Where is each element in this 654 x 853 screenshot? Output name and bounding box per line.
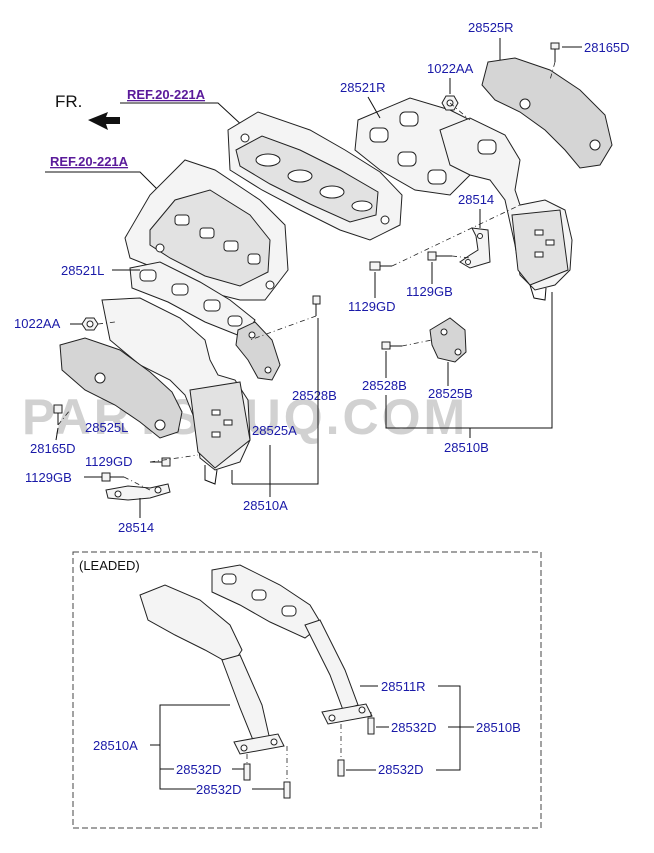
label-28525A[interactable]: 28525A [252,423,297,438]
bolt-28165D-right [550,42,560,62]
label-28510B[interactable]: 28510B [444,440,489,455]
manifold-converter-right [439,117,573,301]
ref-label-right-head[interactable]: REF.20-221A [127,87,206,102]
stud-28532D-2 [337,759,345,777]
dash-28528B-r [401,339,433,347]
bolt-28528B-left [312,295,321,316]
leaded-section-box [72,551,542,829]
label-28510A-leaded[interactable]: 28510A [93,738,138,753]
leaded-manifold-right [211,564,373,725]
bracket-28510A [232,318,319,485]
stud-28532D-1 [367,717,375,735]
nut-1022AA-left [81,317,99,331]
bracket-28514-right [459,227,491,269]
label-28532D-3[interactable]: 28532D [176,762,222,777]
bolt-28165D-left [53,404,63,425]
label-28521L[interactable]: 28521L [61,263,104,278]
dash-1129GB-l [123,476,151,491]
label-1129GB-left[interactable]: 1129GB [25,470,72,485]
dash-28165D-l [57,409,71,426]
label-1129GD-right[interactable]: 1129GD [348,299,395,314]
ref-leader-right [120,102,246,129]
ref-leader-left [45,171,161,193]
manifold-converter-left [101,297,251,485]
label-28525R[interactable]: 28525R [468,20,514,35]
label-28525L[interactable]: 28525L [85,420,128,435]
heat-shield-left [59,337,183,439]
front-arrow-icon [88,112,120,130]
label-28165D-left[interactable]: 28165D [30,441,76,456]
leader-28521R [367,96,381,119]
stud-28532D-4 [283,781,291,799]
bolt-1129GD-left [150,457,171,467]
label-28514-right[interactable]: 28514 [458,192,494,207]
bolt-1129GD-right [369,261,392,271]
label-1129GB-right[interactable]: 1129GB [406,284,453,299]
heat-shield-28525B [429,317,467,363]
dash-1129GD-l [149,454,199,463]
ref-label-left-head[interactable]: REF.20-221A [50,154,129,169]
label-28510A[interactable]: 28510A [243,498,288,513]
cylinder-head-right [227,111,403,241]
label-28525B[interactable]: 28525B [428,386,473,401]
bracket-28514-left [105,483,171,501]
label-1129GD-left[interactable]: 1129GD [85,454,132,469]
label-28528B-left[interactable]: 28528B [292,388,337,403]
label-28511R[interactable]: 28511R [381,679,426,694]
label-28532D-4[interactable]: 28532D [196,782,242,797]
dash-nut-r [449,102,471,121]
dash-nut-l [97,321,116,325]
leaded-manifold-left [139,584,285,755]
bracket-28510B-leaded [436,685,461,771]
bolt-28528B-right [381,341,402,350]
label-28514-left[interactable]: 28514 [118,520,154,535]
direction-label: FR. [55,92,82,111]
label-28532D-1[interactable]: 28532D [391,720,437,735]
bolt-1129GB-right [427,251,452,261]
label-28165D-right[interactable]: 28165D [584,40,630,55]
gasket-left [129,261,256,339]
leader-28165D-left [55,427,59,441]
label-28528B-right[interactable]: 28528B [362,378,407,393]
dash-28165D-r [549,61,556,81]
dash-1129GD-r [391,204,521,267]
heat-shield-28525A [235,321,281,381]
bracket-28510A-leaded [159,704,230,790]
bracket-28510B [385,292,553,429]
label-28510B-leaded[interactable]: 28510B [476,720,521,735]
label-1022AA-right[interactable]: 1022AA [427,61,474,76]
dash-1129GB-r [451,255,471,259]
bolt-1129GB-left [101,472,124,482]
label-28532D-2[interactable]: 28532D [378,762,424,777]
stud-28532D-3 [243,763,251,781]
label-1022AA-left[interactable]: 1022AA [14,316,61,331]
heat-shield-right [481,57,613,169]
leaded-label: (LEADED) [79,558,140,573]
label-28521R[interactable]: 28521R [340,80,386,95]
